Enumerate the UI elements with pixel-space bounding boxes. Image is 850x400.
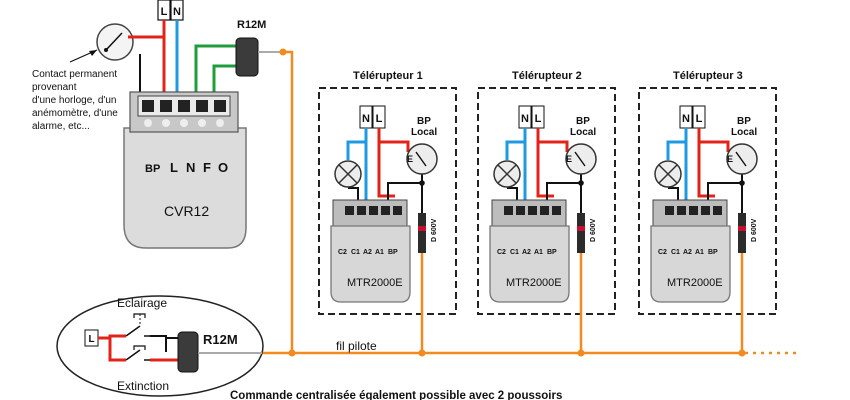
extinction-pushbutton-icon (125, 349, 141, 361)
cvr12-module: BP L N F O CVR12 (123, 91, 247, 249)
contact-note-line-3: d'une horloge, d'un (32, 95, 116, 106)
svg-text:C1: C1 (351, 249, 360, 256)
telerupteur-2: Télérupteur 2 N L BP Local E D 600V C2 C… (477, 70, 616, 315)
telerupteur-3-model: MTR2000E (667, 277, 723, 289)
cvr-pilot-wire (194, 44, 236, 96)
telerupteur-3: Télérupteur 3 N L BP Local E D 600V C2 C… (638, 70, 777, 315)
telerupteur-2-bp: BP (576, 116, 590, 127)
telerupteur-1-l: L (376, 113, 383, 125)
svg-text:E: E (407, 154, 413, 164)
pilot-wire-label: fil pilote (336, 339, 377, 353)
cvr-terminal-f: F (203, 160, 211, 175)
svg-text:BP: BP (388, 249, 398, 256)
telerupteur-2-l: L (535, 113, 542, 125)
telerupteur-1-pushbutton-icon (406, 143, 438, 175)
contact-note-line-5: alarme, etc... (32, 121, 90, 132)
alt-l-label: L (88, 334, 94, 345)
telerupteur-1-diode-label: D 600V (431, 218, 438, 242)
svg-text:A1: A1 (695, 249, 704, 256)
telerupteur-3-bp: BP (737, 116, 751, 127)
svg-text:C1: C1 (671, 249, 680, 256)
cvr-model-label: CVR12 (164, 203, 209, 219)
svg-text:C2: C2 (497, 249, 506, 256)
contact-note: Contact permanent provenant d'une horlog… (32, 69, 118, 132)
r12m-top-module: R12M (235, 19, 283, 77)
telerupteur-1-model: MTR2000E (347, 277, 403, 289)
svg-text:A2: A2 (683, 249, 692, 256)
mains-n-label: N (173, 6, 181, 18)
telerupteur-3-l: L (696, 113, 703, 125)
contact-note-line-1: Contact permanent (32, 69, 117, 80)
telerupteur-2-n: N (521, 113, 529, 125)
svg-text:C1: C1 (510, 249, 519, 256)
mains-terminal-top: L N (157, 0, 184, 21)
telerupteur-1-diode (418, 213, 426, 253)
r12m-bottom-module (177, 331, 199, 373)
permanent-contact-switch (96, 23, 134, 61)
telerupteur-2-title: Télérupteur 2 (512, 70, 582, 82)
contact-note-line-4: anémomètre, d'une (32, 108, 118, 119)
svg-text:C2: C2 (338, 249, 347, 256)
pilot-riser (283, 50, 294, 353)
telerupteur-2-local: Local (570, 127, 596, 138)
telerupteur-2-diode (577, 213, 585, 253)
eclairage-label: Eclairage (117, 296, 167, 310)
telerupteur-3-diode-label: D 600V (751, 218, 758, 242)
svg-text:BP: BP (708, 249, 718, 256)
telerupteur-2-pushbutton-icon (565, 143, 597, 175)
svg-text:A2: A2 (522, 249, 531, 256)
telerupteur-1-bp: BP (417, 116, 431, 127)
telerupteur-3-diode (738, 213, 746, 253)
alternative-caption: Commande centralisée également possible … (230, 390, 562, 400)
telerupteur-1: Télérupteur 1 N L BP Local E D 600V C2 C… (318, 70, 457, 315)
svg-text:E: E (727, 154, 733, 164)
contact-note-line-2: provenant (32, 82, 77, 93)
cvr-terminal-o: O (218, 160, 228, 175)
extinction-label: Extinction (117, 379, 169, 393)
cvr-terminal-l: L (170, 160, 178, 175)
telerupteur-3-local: Local (731, 127, 757, 138)
cvr-terminal-n: N (186, 160, 195, 175)
r12m-bottom-label: R12M (203, 332, 238, 347)
mains-l-label: L (161, 6, 168, 18)
svg-text:A2: A2 (363, 249, 372, 256)
telerupteur-2-diode-label: D 600V (590, 218, 597, 242)
alternative-command: Eclairage Extinction L R12M (56, 295, 264, 397)
r12m-top-label: R12M (237, 19, 266, 31)
telerupteur-1-title: Télérupteur 1 (353, 70, 423, 82)
eclairage-pushbutton-icon (125, 325, 141, 337)
cvr-terminal-bp: BP (145, 163, 160, 175)
telerupteur-1-local: Local (411, 127, 437, 138)
telerupteur-2-model: MTR2000E (506, 277, 562, 289)
svg-text:E: E (566, 154, 572, 164)
svg-text:C2: C2 (658, 249, 667, 256)
svg-text:A1: A1 (375, 249, 384, 256)
cvr-phase-wire (128, 20, 166, 39)
telerupteur-1-n: N (362, 113, 370, 125)
telerupteur-3-pushbutton-icon (726, 143, 758, 175)
svg-text:BP: BP (547, 249, 557, 256)
svg-text:A1: A1 (534, 249, 543, 256)
telerupteur-3-n: N (682, 113, 690, 125)
telerupteur-3-title: Télérupteur 3 (673, 70, 743, 82)
